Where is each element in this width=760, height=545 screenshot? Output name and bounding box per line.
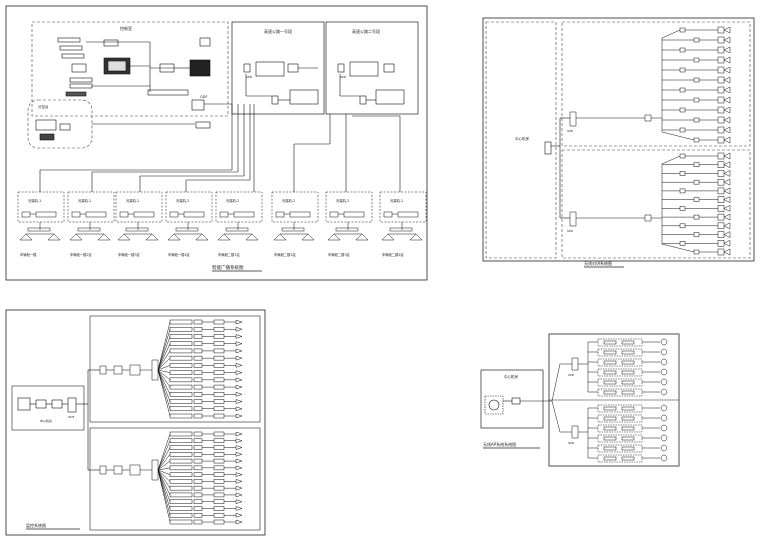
tx-label: 光端机-2 (226, 198, 239, 203)
broadcast-unit: 光端机-2 车辆段二楼1区 (215, 191, 263, 257)
zone-label: 车辆段二楼2区 (274, 252, 297, 257)
section-2-label: 高速公路二号段 (352, 28, 380, 34)
section-1-equipment (243, 61, 319, 105)
svg-text:SPD: SPD (567, 229, 574, 233)
tx-label: 光端机-2 (126, 198, 139, 203)
intercom-caption: 无线对讲系统图 (584, 260, 612, 266)
ap-group: SPD (551, 338, 668, 402)
zone-label: 车辆段一楼2区 (70, 252, 93, 257)
broadcast-unit: 光端机-2 车辆段一楼3区 (115, 191, 163, 257)
broadcast-system-panel: 控制室 (5, 5, 428, 281)
remote-paging-station (35, 119, 195, 141)
zone-label: 车辆段一楼4区 (168, 252, 191, 257)
section-2-equipment (337, 61, 405, 105)
svg-text:ODF: ODF (68, 415, 75, 419)
zone-label: 车辆段二楼4区 (382, 252, 405, 257)
tx-label: 光端机-2 (78, 198, 91, 203)
section-1-label: 高速公路一号段 (264, 28, 292, 34)
broadcast-unit: 光端机-1 车辆段一楼 (17, 191, 65, 257)
trunk-cables (39, 104, 401, 192)
central-switch (191, 99, 232, 129)
odf-label: ODF (200, 95, 207, 99)
svg-text:SPD: SPD (567, 129, 574, 133)
intercom-center-equipment (544, 117, 570, 219)
tx-label: 光端机-2 (336, 198, 349, 203)
ap-group: SPD (551, 400, 668, 463)
ap-center-equipment (484, 395, 552, 415)
broadcast-unit: 光端机-2 车辆段二楼3区 (325, 191, 373, 257)
antenna-tree: SPD (567, 152, 731, 256)
wireless-ap-panel: 中心机房 无线AP系统系统图 SPD SPD (480, 333, 680, 467)
broadcast-unit: 光端机-2 车辆段二楼2区 (271, 191, 319, 257)
surveillance-panel: 中心机房 ODF 监控系统图 (5, 309, 266, 536)
zone-label: 车辆段一楼3区 (118, 252, 141, 257)
svg-text:SPD: SPD (340, 75, 347, 79)
surveillance-caption: 监控系统图 (26, 522, 46, 528)
ap-center-label: 中心机房 (504, 374, 518, 379)
zone-label: 车辆段二楼3区 (328, 252, 351, 257)
surveillance-center-label: 中心机房 (40, 418, 52, 423)
broadcast-unit: 光端机-2 车辆段一楼2区 (67, 191, 115, 257)
control-room-equipment (57, 37, 211, 97)
ap-caption: 无线AP系统系统图 (483, 441, 516, 447)
camera-group (99, 431, 243, 525)
tx-label: 光端机-1 (28, 198, 41, 203)
broadcast-caption: 智能广播系统图 (212, 264, 244, 271)
surveillance-center-equipment (17, 369, 100, 471)
wireless-intercom-panel: 中心机房 SPD SPD 无线对讲系统图 (482, 17, 755, 268)
zone-label: 车辆段一楼 (20, 252, 37, 257)
svg-text:SPD: SPD (568, 373, 575, 377)
antenna-tree: SPD (567, 26, 731, 144)
camera-group (99, 319, 243, 419)
broadcast-unit: 光端机-2 车辆段二楼4区 (379, 191, 427, 257)
svg-text:SPD: SPD (246, 75, 253, 79)
svg-text:分控台: 分控台 (38, 104, 49, 109)
control-room-label: 控制室 (120, 25, 132, 31)
svg-text:SPD: SPD (568, 441, 575, 445)
broadcast-unit: 光端机-2 车辆段一楼4区 (165, 191, 213, 257)
zone-label: 车辆段二楼1区 (218, 252, 241, 257)
intercom-center-label: 中心机房 (515, 136, 529, 141)
tx-label: 光端机-2 (176, 198, 189, 203)
tx-label: 光端机-2 (390, 198, 403, 203)
tx-label: 光端机-2 (282, 198, 295, 203)
